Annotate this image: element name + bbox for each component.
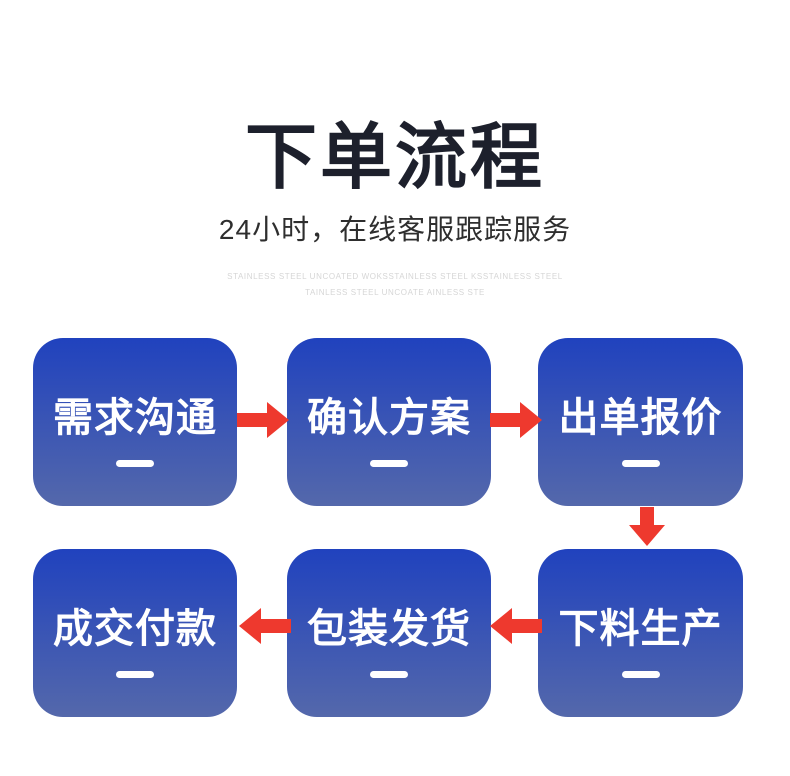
step-box-confirm-plan: 确认方案: [287, 338, 491, 506]
page-subtitle: 24小时，在线客服跟踪服务: [218, 214, 572, 245]
step-box-requirement-communication: 需求沟通: [33, 338, 237, 506]
page-title: 下单流程: [244, 118, 545, 198]
watermark-line-2: TAINLESS STEEL UNCOATE AINLESS STE: [305, 288, 485, 297]
arrow-down-icon: [627, 507, 667, 547]
arrow-right-icon: [237, 400, 289, 440]
step-label: 出单报价: [558, 396, 723, 440]
step-label: 需求沟通: [53, 396, 217, 440]
step-underline-dash: [621, 671, 660, 678]
step-box-cutting-production: 下料生产: [538, 549, 743, 717]
arrow-right-icon: [490, 400, 542, 440]
step-label: 下料生产: [558, 607, 723, 651]
step-label: 成交付款: [53, 607, 217, 651]
step-underline-dash: [370, 671, 408, 678]
step-underline-dash: [370, 460, 408, 467]
step-underline-dash: [116, 671, 154, 678]
step-underline-dash: [621, 460, 660, 467]
step-box-deal-payment: 成交付款: [33, 549, 237, 717]
watermark-line-1: STAINLESS STEEL UNCOATED WOKSSTAINLESS S…: [227, 272, 563, 281]
step-box-issue-quote: 出单报价: [538, 338, 743, 506]
arrow-left-icon: [490, 606, 542, 646]
step-box-pack-ship: 包装发货: [287, 549, 491, 717]
step-label: 包装发货: [307, 607, 471, 651]
arrow-left-icon: [239, 606, 291, 646]
step-underline-dash: [116, 460, 154, 467]
step-label: 确认方案: [307, 396, 471, 440]
